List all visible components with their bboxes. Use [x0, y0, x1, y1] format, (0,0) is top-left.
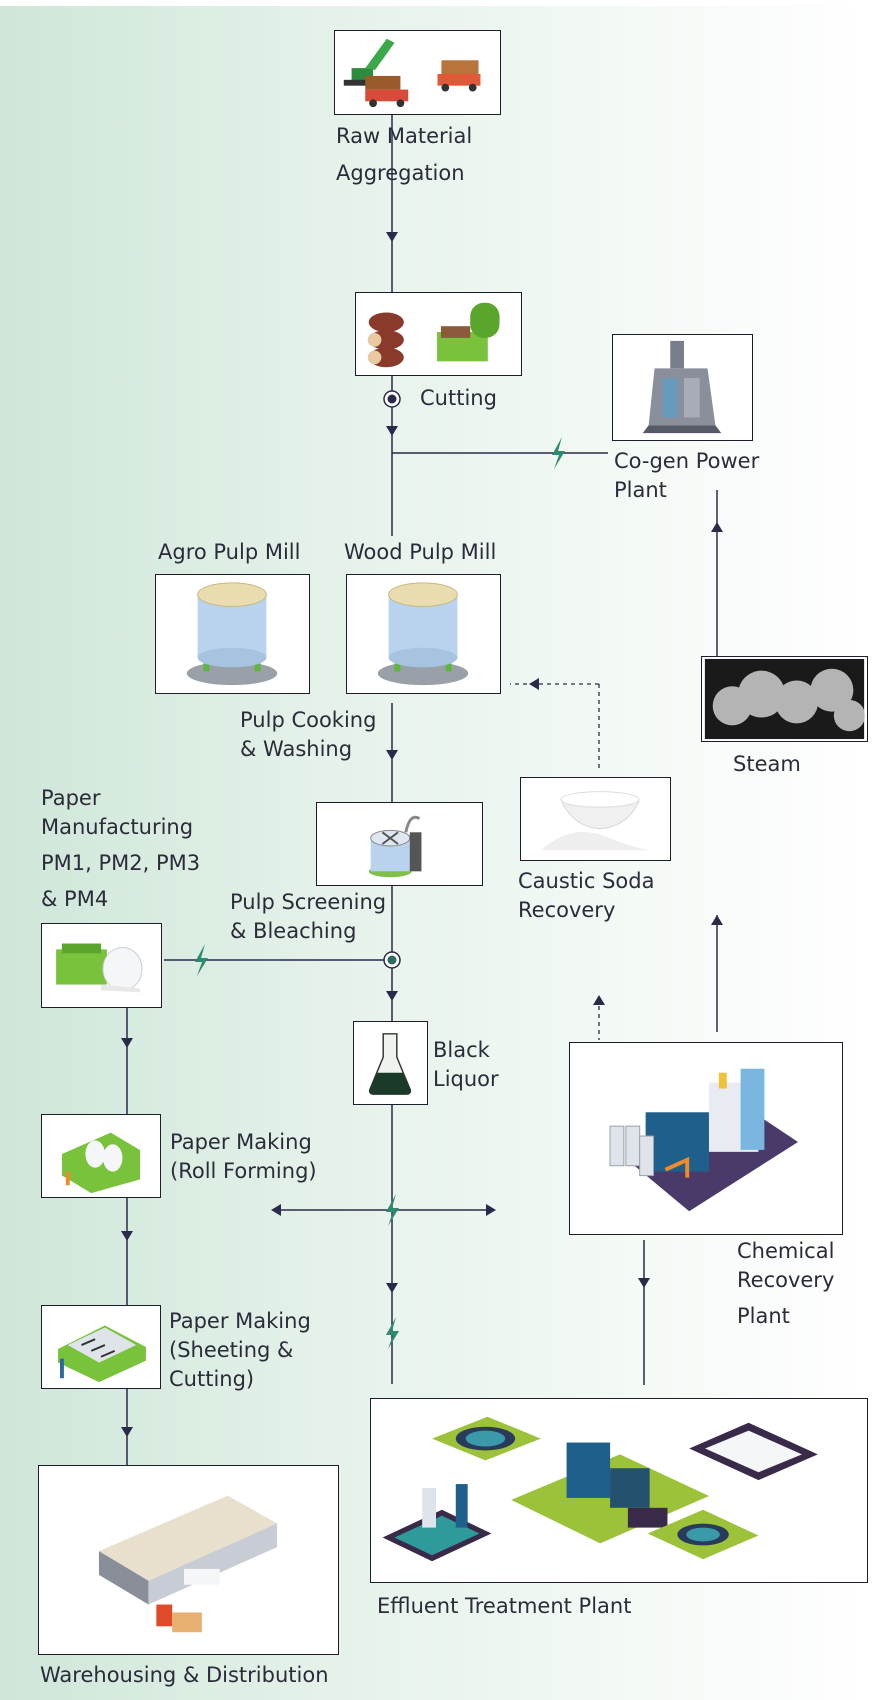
steam-icon — [704, 658, 866, 740]
caustic-soda-label-2: Recovery — [518, 898, 616, 922]
agro-pulp-box — [155, 574, 310, 694]
agro-pulp-label: Agro Pulp Mill — [158, 540, 301, 564]
paper-roll-label-2: (Roll Forming) — [170, 1159, 317, 1183]
chemical-recovery-label-1: Chemical — [737, 1239, 835, 1263]
power-plant-icon — [642, 340, 722, 434]
pulp-cooking-label-1: Pulp Cooking — [240, 708, 377, 732]
raw-material-label-2: Aggregation — [336, 161, 465, 185]
cutting-box — [355, 292, 522, 376]
paper-manufacturing-label-3: PM1, PM2, PM3 — [41, 851, 201, 875]
pulp-screening-box — [316, 802, 483, 886]
chemical-recovery-label-3: Plant — [737, 1304, 790, 1328]
paper-manufacturing-label-4: & PM4 — [41, 887, 109, 911]
paper-manufacturing-label-1: Paper — [41, 786, 101, 810]
paper-manufacturing-label-2: Manufacturing — [41, 815, 194, 839]
warehousing-label: Warehousing & Distribution — [40, 1663, 329, 1687]
paper-machine-icon — [56, 943, 143, 993]
effluent-treatment-label: Effluent Treatment Plant — [377, 1594, 632, 1618]
cogen-label-2: Plant — [614, 478, 667, 502]
caustic-soda-box — [520, 777, 671, 861]
cogen-label-1: Co-gen Power — [614, 449, 760, 473]
cogen-box — [612, 334, 753, 441]
logging-trucks-icon — [343, 38, 481, 108]
pulp-digester-icon — [377, 582, 469, 686]
paper-sheeting-label-3: Cutting) — [169, 1367, 255, 1391]
paper-manufacturing-box — [41, 923, 162, 1008]
paper-roll-label-1: Paper Making — [170, 1130, 312, 1154]
pulp-digester-icon — [186, 582, 278, 686]
roll-forming-machine-icon — [61, 1132, 141, 1194]
chemical-plant-icon — [609, 1068, 799, 1212]
wood-pulp-label: Wood Pulp Mill — [344, 540, 497, 564]
pulp-cooking-label-2: & Washing — [240, 737, 353, 761]
caustic-soda-label-1: Caustic Soda — [518, 869, 655, 893]
black-liquor-label-2: Liquor — [433, 1067, 499, 1091]
caustic-soda-bowl-icon — [541, 791, 649, 851]
effluent-plant-icon — [382, 1416, 818, 1562]
raw-material-label-1: Raw Material — [336, 124, 473, 148]
paper-sheeting-box — [41, 1305, 161, 1389]
black-liquor-label-1: Black — [433, 1038, 490, 1062]
chemical-recovery-label-2: Recovery — [737, 1268, 835, 1292]
chemical-recovery-box — [569, 1042, 843, 1235]
wood-pulp-box — [346, 574, 501, 694]
effluent-treatment-box — [370, 1398, 868, 1583]
black-liquor-box — [353, 1021, 428, 1105]
steam-label: Steam — [733, 752, 801, 776]
paper-roll-forming-box — [41, 1114, 161, 1198]
top-margin — [0, 0, 873, 6]
cutting-label: Cutting — [420, 386, 497, 410]
log-cutting-icon — [367, 302, 500, 368]
pulp-screening-label-1: Pulp Screening — [230, 890, 387, 914]
screening-tank-icon — [368, 815, 422, 878]
raw-material-box — [334, 30, 501, 115]
warehousing-box — [38, 1465, 339, 1655]
pulp-screening-label-2: & Bleaching — [230, 919, 357, 943]
flask-icon — [368, 1033, 412, 1095]
paper-sheeting-label-2: (Sheeting & — [169, 1338, 294, 1362]
paper-sheeting-label-1: Paper Making — [169, 1309, 311, 1333]
sheeting-machine-icon — [58, 1325, 146, 1383]
warehouse-icon — [98, 1495, 278, 1633]
steam-box — [701, 656, 868, 742]
